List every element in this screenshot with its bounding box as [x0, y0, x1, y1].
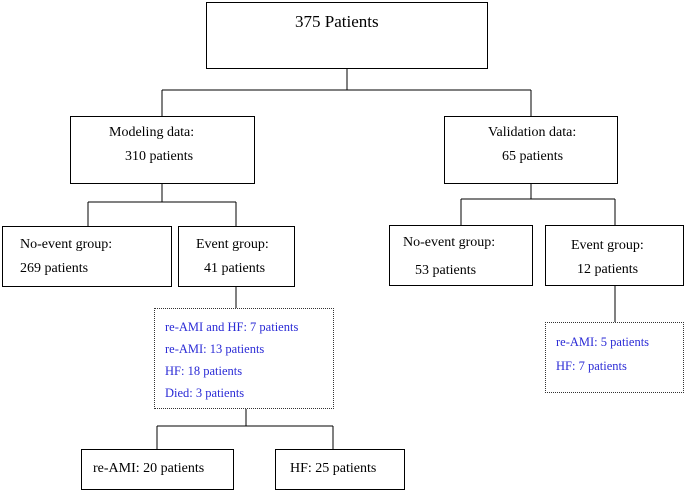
validation-no-event-count: 53 patients	[415, 263, 477, 278]
modeling-no-event-title: No-event group:	[20, 237, 113, 252]
modeling-event-details-box: re-AMI and HF: 7 patients re-AMI: 13 pat…	[154, 308, 334, 409]
detail-died: Died: 3 patients	[165, 386, 245, 400]
reami-total-box: re-AMI: 20 patients	[81, 449, 234, 490]
modeling-event-title: Event group:	[196, 237, 269, 252]
modeling-no-event-box: No-event group: 269 patients	[2, 226, 172, 287]
modeling-data-count: 310 patients	[125, 149, 194, 164]
modeling-event-box: Event group: 41 patients	[178, 226, 295, 287]
detail-reami-and-hf: re-AMI and HF: 7 patients	[165, 320, 299, 334]
total-patients-label: 375 Patients	[295, 12, 379, 31]
hf-total-label: HF: 25 patients	[290, 461, 377, 476]
hf-total-box: HF: 25 patients	[275, 449, 405, 490]
modeling-event-count: 41 patients	[204, 261, 266, 276]
validation-event-details-box: re-AMI: 5 patients HF: 7 patients	[545, 322, 684, 393]
validation-detail-hf: HF: 7 patients	[556, 359, 627, 373]
validation-data-title: Validation data:	[488, 125, 577, 140]
total-patients-box: 375 Patients	[206, 2, 488, 69]
validation-event-box: Event group: 12 patients	[545, 225, 684, 286]
modeling-no-event-count: 269 patients	[20, 261, 89, 276]
validation-no-event-box: No-event group: 53 patients	[389, 225, 533, 286]
reami-total-label: re-AMI: 20 patients	[93, 461, 205, 476]
detail-hf: HF: 18 patients	[165, 364, 243, 378]
detail-reami: re-AMI: 13 patients	[165, 342, 265, 356]
modeling-data-box: Modeling data: 310 patients	[70, 116, 255, 184]
validation-data-box: Validation data: 65 patients	[444, 116, 618, 184]
modeling-data-title: Modeling data:	[109, 125, 195, 140]
validation-no-event-title: No-event group:	[403, 235, 496, 250]
validation-event-title: Event group:	[571, 238, 644, 253]
validation-event-count: 12 patients	[577, 262, 639, 277]
validation-detail-reami: re-AMI: 5 patients	[556, 335, 650, 349]
validation-data-count: 65 patients	[502, 149, 564, 164]
